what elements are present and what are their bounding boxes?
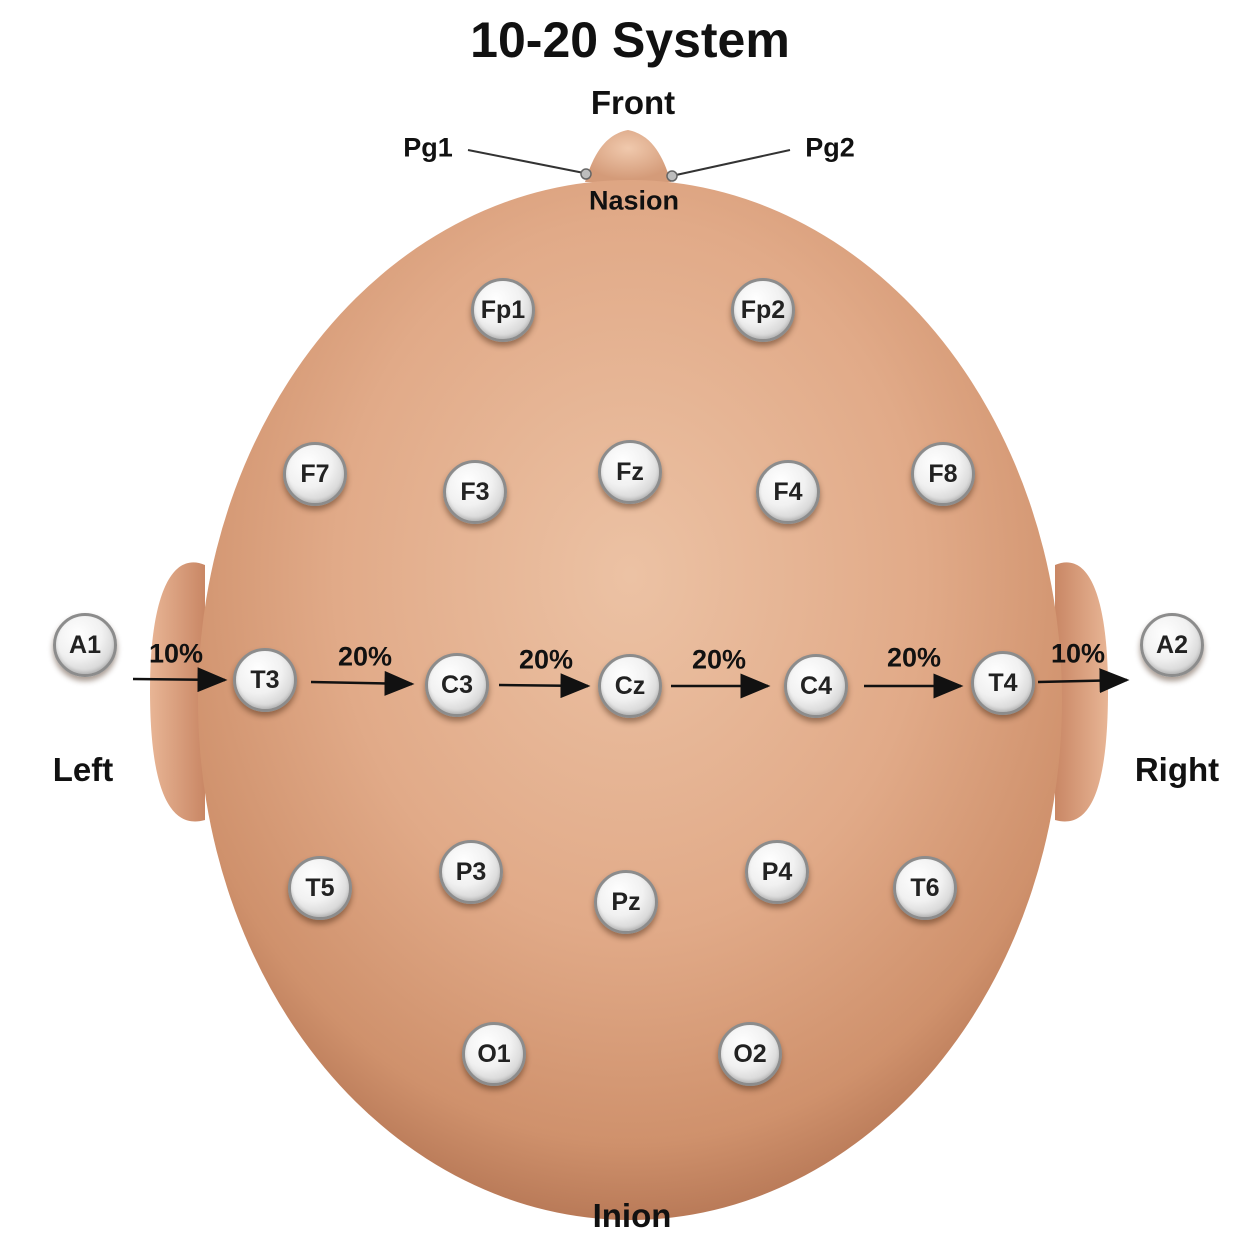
right-ear	[1055, 562, 1108, 822]
pg2-label: Pg2	[805, 132, 855, 163]
electrode-label: Fp1	[480, 295, 526, 324]
electrode-t5: T5	[288, 856, 352, 920]
electrode-label: A1	[69, 630, 101, 659]
electrode-c4: C4	[784, 654, 848, 718]
spacing-label-a1-t3: 10%	[148, 638, 204, 669]
front-label: Front	[590, 84, 676, 121]
spacing-label-c4-t4: 20%	[886, 642, 942, 673]
electrode-label: O1	[477, 1039, 511, 1068]
electrode-label: T6	[910, 873, 940, 902]
right-label: Right	[1134, 751, 1220, 788]
electrode-f8: F8	[911, 442, 975, 506]
left-ear	[150, 562, 205, 822]
electrode-label: Cz	[614, 671, 646, 700]
electrode-fp1: Fp1	[471, 278, 535, 342]
nasion-label: Nasion	[588, 185, 680, 216]
electrode-o2: O2	[718, 1022, 782, 1086]
electrode-label: C4	[800, 671, 832, 700]
pg1-marker	[580, 168, 592, 180]
electrode-fp2: Fp2	[731, 278, 795, 342]
electrode-fz: Fz	[598, 440, 662, 504]
pg2-leader-line	[675, 149, 791, 176]
electrode-a2: A2	[1140, 613, 1204, 677]
electrode-label: Fp2	[740, 295, 786, 324]
arrow-c3-cz	[498, 673, 591, 699]
spacing-label-cz-c4: 20%	[691, 644, 747, 675]
electrode-label: O2	[733, 1039, 767, 1068]
nose	[585, 130, 671, 182]
arrow-a1-t3	[132, 667, 228, 693]
arrow-t4-a2	[1037, 668, 1130, 694]
electrode-label: Pz	[611, 887, 641, 916]
electrode-pz: Pz	[594, 870, 658, 934]
inion-label: Inion	[592, 1197, 672, 1234]
electrode-f7: F7	[283, 442, 347, 506]
electrode-o1: O1	[462, 1022, 526, 1086]
electrode-label: F7	[300, 459, 330, 488]
electrode-label: T3	[250, 665, 280, 694]
electrode-c3: C3	[425, 653, 489, 717]
spacing-label-t4-a2: 10%	[1050, 638, 1106, 669]
electrode-t4: T4	[971, 651, 1035, 715]
electrode-label: T4	[988, 668, 1018, 697]
electrode-label: P3	[455, 857, 487, 886]
electrode-t3: T3	[233, 648, 297, 712]
pg1-label: Pg1	[403, 132, 453, 163]
electrode-cz: Cz	[598, 654, 662, 718]
electrode-label: C3	[441, 670, 473, 699]
electrode-f4: F4	[756, 460, 820, 524]
spacing-label-t3-c3: 20%	[337, 641, 393, 672]
spacing-label-c3-cz: 20%	[518, 644, 574, 675]
electrode-label: F4	[773, 477, 803, 506]
electrode-label: F3	[460, 477, 490, 506]
page-title: 10-20 System	[470, 12, 790, 68]
electrode-label: T5	[305, 873, 335, 902]
electrode-a1: A1	[53, 613, 117, 677]
pg1-leader-line	[467, 149, 585, 174]
electrode-label: Fz	[616, 457, 644, 486]
electrode-f3: F3	[443, 460, 507, 524]
electrode-t6: T6	[893, 856, 957, 920]
electrode-p3: P3	[439, 840, 503, 904]
left-label: Left	[52, 751, 114, 788]
electrode-p4: P4	[745, 840, 809, 904]
electrode-label: A2	[1156, 630, 1188, 659]
electrode-label: P4	[761, 857, 793, 886]
pg2-marker	[666, 170, 678, 182]
arrow-t3-c3	[310, 670, 415, 696]
electrode-label: F8	[928, 459, 958, 488]
